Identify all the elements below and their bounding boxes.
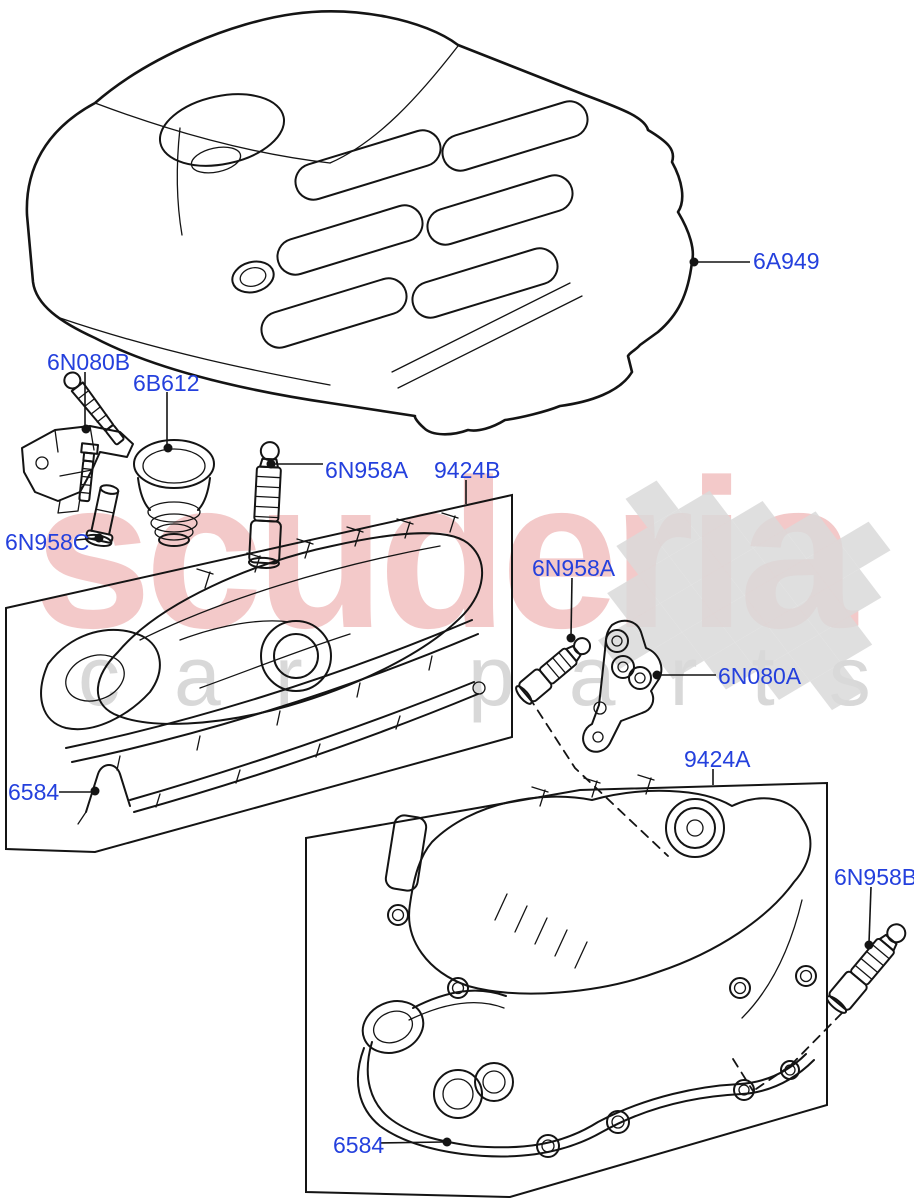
gasket-upper-drawing <box>77 681 486 825</box>
part-label-stud-middle: 6N958A <box>532 555 616 581</box>
part-label-engine-cover: 6A949 <box>753 248 820 274</box>
part-label-stud-upper: 6N958A <box>325 457 409 483</box>
lower-manifold-box <box>305 781 828 1199</box>
part-label-manifold-upper: 9424B <box>434 457 501 483</box>
checkered-flag-watermark <box>598 480 891 711</box>
part-label-bracket-upper: 6N080B <box>47 349 131 375</box>
assembly-dashed-lines <box>528 696 843 1092</box>
bracket-lower-drawing <box>582 619 663 753</box>
upper-manifold-box <box>5 493 513 854</box>
bracket-bolt <box>78 442 100 503</box>
manifold-bolts <box>387 904 817 999</box>
stud-middle-drawing <box>515 637 592 705</box>
oil-filler-cap-drawing <box>133 439 215 547</box>
part-label-gasket-lower: 6584 <box>333 1132 385 1158</box>
cover-badge <box>231 260 275 294</box>
lower-manifold-drawing <box>384 774 817 1019</box>
part-label-bolt-spacer: 6N958C <box>5 529 90 555</box>
cover-rib-slots <box>260 100 589 349</box>
upper-manifold-drawing <box>40 512 484 771</box>
engine-cover-drawing <box>25 10 695 436</box>
leader-lines <box>59 257 874 1147</box>
gasket-lower-drawing <box>357 989 815 1158</box>
part-label-manifold-lower: 9424A <box>684 746 751 772</box>
part-label-gasket-upper: 6584 <box>8 779 60 805</box>
bracket-upper-drawing <box>21 371 134 514</box>
manifold-studs <box>196 512 459 589</box>
part-label-bracket-lower: 6N080A <box>718 663 802 689</box>
part-label-stud-lower: 6N958B <box>834 864 914 890</box>
part-label-oil-filler-cap: 6B612 <box>133 370 200 396</box>
stud-lower-drawing <box>825 923 907 1014</box>
cover-recess <box>158 93 286 167</box>
